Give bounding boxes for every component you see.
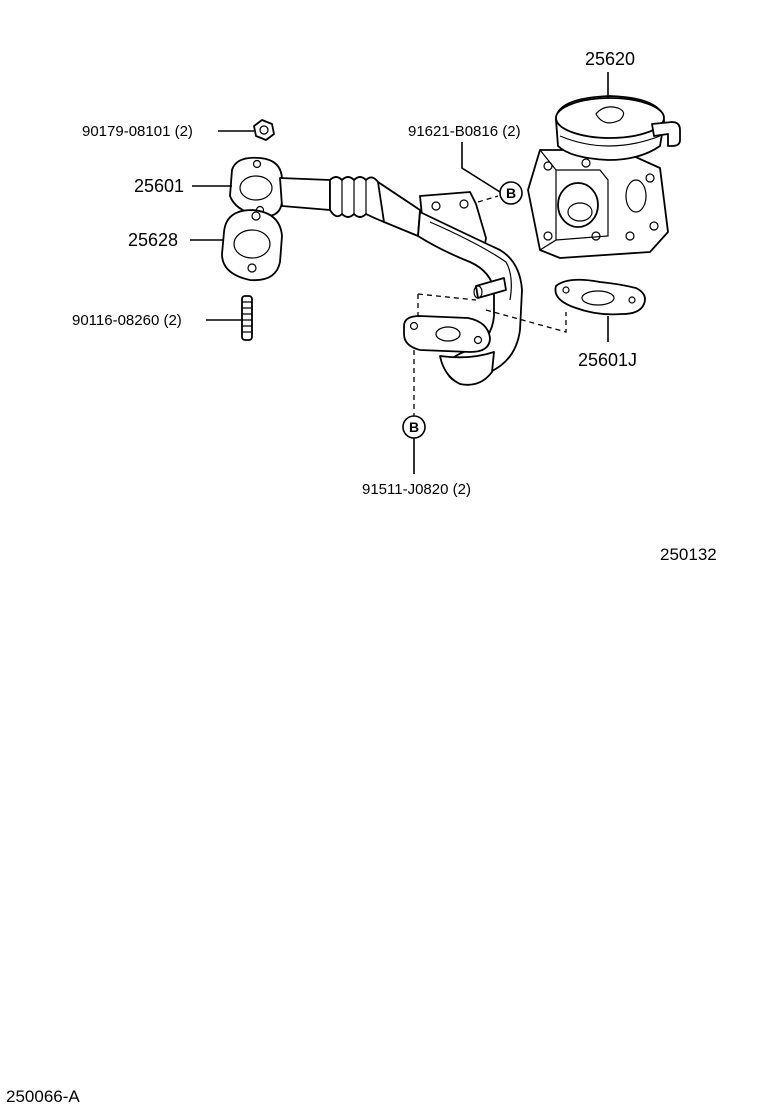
label-91511-j0820: 91511-J0820 (2) [362,481,471,498]
egr-valve [527,95,681,259]
align-line-upper-b [477,195,499,203]
svg-text:B: B [506,185,516,201]
stud-90116 [241,295,253,341]
label-25601: 25601 [134,176,184,196]
align-line-gasket [485,309,567,333]
callout-b-upper: B [499,181,523,205]
page-reference: 250066-A [6,1087,80,1106]
nut-90179 [253,119,275,141]
callout-b-lower: B [402,415,426,439]
label-25620: 25620 [585,49,635,69]
svg-text:B: B [409,419,419,435]
label-25628: 25628 [128,230,178,250]
gasket-25601j [554,278,646,316]
egr-pipe [279,176,523,386]
label-90179-08101: 90179-08101 (2) [82,123,193,140]
label-25601j: 25601J [578,350,637,370]
align-line-top [417,293,477,301]
gasket-25628 [221,209,283,282]
label-90116-08260: 90116-08260 (2) [72,312,182,329]
flange-25601 [229,156,283,218]
figure-reference: 250132 [660,545,717,564]
label-91621-b0816: 91621-B0816 (2) [408,123,521,140]
